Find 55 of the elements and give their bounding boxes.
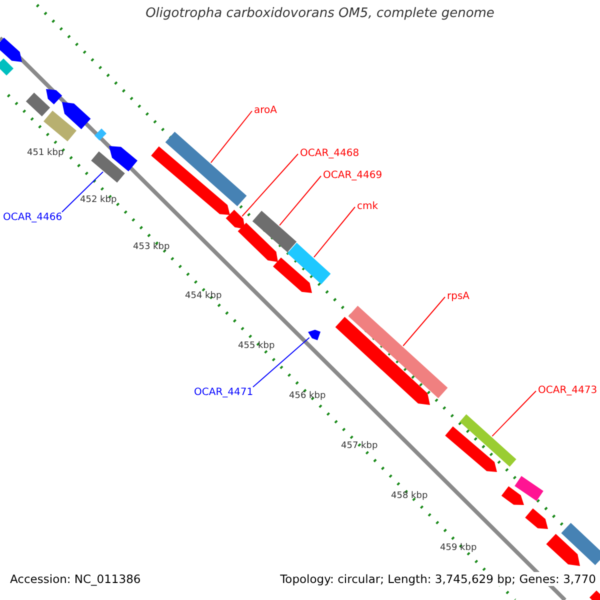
gene-label: rpsA [447,291,470,303]
gene-bar [590,590,600,600]
gene-bar [308,330,320,340]
gene-bar [238,222,278,262]
gene-bar [460,414,516,467]
position-label: 455 kbp [238,340,275,352]
position-label: 457 kbp [341,440,378,452]
gene-bar [151,146,230,215]
gene-bar [44,110,76,142]
gene-bar [525,508,548,529]
gene-bar [273,258,312,293]
leader-line [402,296,446,346]
position-label: 454 kbp [185,290,222,302]
map-title: Oligotropha carboxidovorans OM5, complete genome [144,8,496,20]
gene-label: OCAR_4468 [300,148,360,160]
gene-bar [561,522,600,566]
gene-bar [94,128,106,140]
gene-bar [0,58,14,76]
leader-line [252,337,310,388]
gene-label: OCAR_4473 [538,385,598,397]
position-label: 453 kbp [133,241,170,253]
gene-bar [348,306,448,398]
gene-bar [91,151,125,183]
position-label: 456 kbp [289,390,326,402]
leader-line [210,110,252,164]
gene-bar [165,132,247,206]
gene-bar [0,38,22,62]
gene-bar [514,476,544,501]
gene-label: OCAR_4469 [323,170,382,182]
leader-line [242,154,298,217]
leader-line [313,206,356,258]
gene-bar [226,210,245,229]
gene-bar [62,102,91,130]
gene-bar [26,92,50,116]
leader-line [62,171,104,212]
leader-line [279,176,322,226]
gene-label: aroA [254,105,277,117]
gene-bar [46,89,62,104]
gene-label: OCAR_4466 [3,212,62,224]
leader-line [492,390,536,437]
gene-bar [546,534,580,566]
gene-bar [287,242,331,284]
gene-bar [445,426,497,472]
position-label: 452 kbp [80,194,117,206]
position-label: 458 kbp [391,490,428,502]
footer-text: Accession: NC_011386 [8,572,143,586]
position-label: 459 kbp [440,542,477,554]
gene-bar [501,486,524,505]
gene-label: cmk [357,201,378,213]
footer-text: Topology: circular; Length: 3,745,629 bp; Genes: 3,770 [278,572,598,586]
gene-bar [335,316,430,405]
gene-bar [109,146,138,172]
gene-bar [252,210,297,252]
position-label: 451 kbp [27,147,64,159]
gene-label: OCAR_4471 [194,387,254,399]
